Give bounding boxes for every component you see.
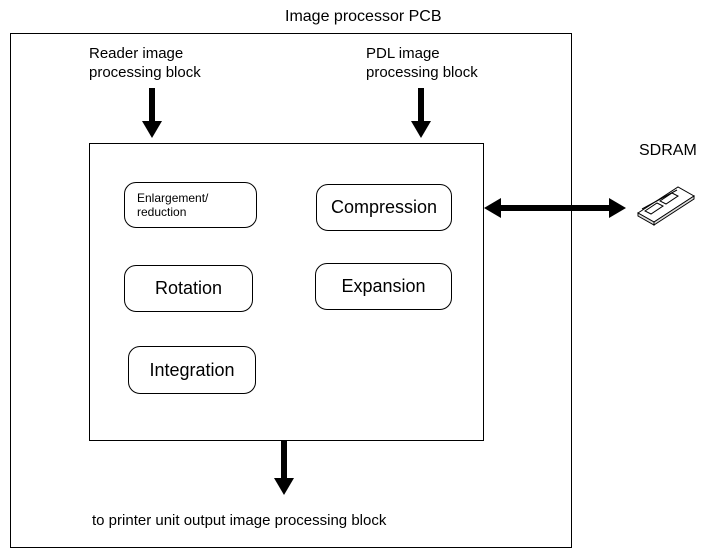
reader-input-arrow [142, 88, 162, 138]
output-destination-label: to printer unit output image processing … [92, 512, 387, 529]
sdram-module-icon [637, 186, 695, 226]
expansion-function: Expansion [315, 263, 452, 310]
enlargement-reduction-function: Enlargement/ reduction [124, 182, 257, 228]
pcb-title: Image processor PCB [285, 8, 442, 25]
pdl-input-arrow [411, 88, 431, 138]
sdram-label: SDRAM [639, 142, 697, 159]
reader-image-processing-block-label: Reader image processing block [89, 45, 201, 81]
pdl-image-processing-block-label: PDL image processing block [366, 45, 478, 81]
rotation-function: Rotation [124, 265, 253, 312]
processing-block: Enlargement/ reduction Compression Rotat… [89, 143, 484, 441]
output-arrow [274, 441, 294, 495]
integration-function: Integration [128, 346, 256, 394]
sdram-bidirectional-arrow [484, 198, 626, 218]
compression-function: Compression [316, 184, 452, 231]
